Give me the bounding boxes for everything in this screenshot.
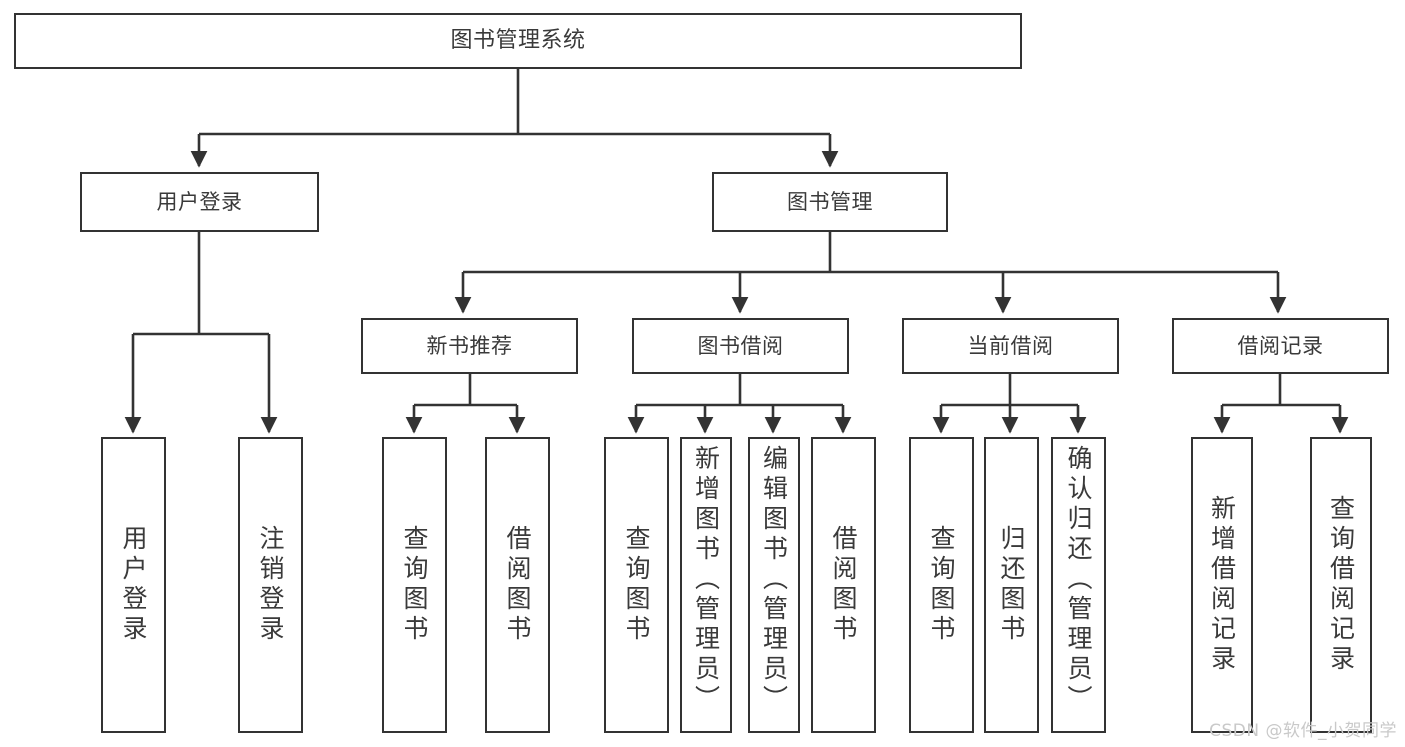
- node-leaf-return-book[interactable]: 归还图书: [984, 437, 1039, 733]
- node-leaf-current-query-book[interactable]: 查询图书: [909, 437, 974, 733]
- node-leaf-recommend-borrow-book[interactable]: 借阅图书: [485, 437, 550, 733]
- csdn-watermark: CSDN @软件_小贺同学: [1209, 721, 1397, 741]
- node-leaf-borrow-query-book[interactable]: 查询图书: [604, 437, 669, 733]
- node-leaf-edit-book-admin-label: 编辑图书（管理员）: [759, 445, 789, 715]
- node-user-login[interactable]: 用户登录: [80, 172, 319, 232]
- node-leaf-query-borrow-record-label: 查询借阅记录: [1326, 495, 1356, 675]
- node-leaf-return-book-label: 归还图书: [997, 525, 1026, 645]
- node-leaf-confirm-return-admin[interactable]: 确认归还（管理员）: [1051, 437, 1106, 733]
- node-book-manage-label: 图书管理: [787, 189, 873, 214]
- node-leaf-edit-book-admin[interactable]: 编辑图书（管理员）: [748, 437, 800, 733]
- node-leaf-user-login[interactable]: 用户登录: [101, 437, 166, 733]
- node-leaf-logout-label: 注销登录: [256, 525, 285, 645]
- node-leaf-add-borrow-record-label: 新增借阅记录: [1207, 495, 1237, 675]
- node-leaf-user-login-label: 用户登录: [119, 525, 148, 645]
- node-new-book-recommend-label: 新书推荐: [426, 333, 513, 358]
- node-leaf-logout[interactable]: 注销登录: [238, 437, 303, 733]
- node-borrow-record[interactable]: 借阅记录: [1172, 318, 1389, 374]
- node-leaf-query-borrow-record[interactable]: 查询借阅记录: [1310, 437, 1372, 733]
- node-book-borrow[interactable]: 图书借阅: [632, 318, 849, 374]
- node-leaf-recommend-query-book[interactable]: 查询图书: [382, 437, 447, 733]
- node-leaf-borrow-book[interactable]: 借阅图书: [811, 437, 876, 733]
- node-leaf-current-query-book-label: 查询图书: [927, 525, 956, 645]
- node-leaf-borrow-book-label: 借阅图书: [829, 525, 858, 645]
- node-current-borrow-label: 当前借阅: [967, 333, 1054, 358]
- node-new-book-recommend[interactable]: 新书推荐: [361, 318, 578, 374]
- node-leaf-recommend-query-book-label: 查询图书: [400, 525, 429, 645]
- node-leaf-recommend-borrow-book-label: 借阅图书: [503, 525, 532, 645]
- node-leaf-borrow-query-book-label: 查询图书: [622, 525, 651, 645]
- node-root-system-label: 图书管理系统: [450, 28, 586, 54]
- node-user-login-label: 用户登录: [156, 189, 243, 214]
- node-leaf-add-book-admin[interactable]: 新增图书（管理员）: [680, 437, 732, 733]
- node-leaf-confirm-return-admin-label: 确认归还（管理员）: [1064, 445, 1093, 715]
- node-book-borrow-label: 图书借阅: [697, 333, 784, 358]
- node-borrow-record-label: 借阅记录: [1237, 333, 1324, 358]
- node-current-borrow[interactable]: 当前借阅: [902, 318, 1119, 374]
- node-leaf-add-book-admin-label: 新增图书（管理员）: [691, 445, 721, 715]
- node-root-system[interactable]: 图书管理系统: [14, 13, 1022, 69]
- node-leaf-add-borrow-record[interactable]: 新增借阅记录: [1191, 437, 1253, 733]
- node-book-manage[interactable]: 图书管理: [712, 172, 948, 232]
